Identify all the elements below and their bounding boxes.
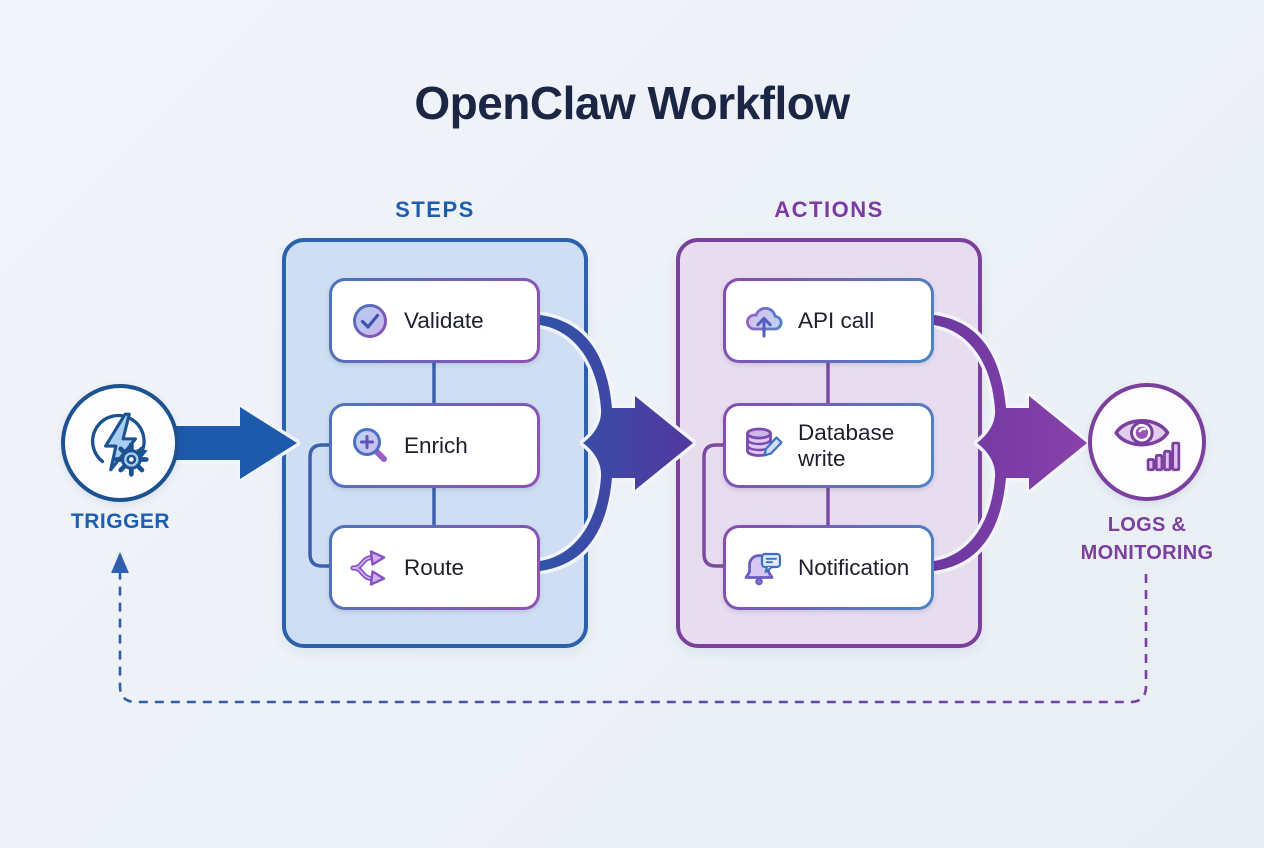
action-card-notification: Notification xyxy=(723,525,934,610)
step-card-enrich: Enrich xyxy=(329,403,540,488)
steps-section-label: STEPS xyxy=(395,197,475,222)
lightning-gear-icon xyxy=(91,412,149,477)
steps-to-actions-arrow xyxy=(536,311,697,575)
action-card-api-call: API call xyxy=(723,278,934,363)
actions-card-connectors xyxy=(702,362,830,568)
page-title: OpenClaw Workflow xyxy=(414,77,850,129)
magnifier-plus-icon xyxy=(353,427,387,462)
steps-card-connectors xyxy=(308,362,436,568)
trigger-label: TRIGGER xyxy=(70,510,171,533)
actions-section-label: ACTIONS xyxy=(774,197,884,222)
step-label: Validate xyxy=(404,307,484,333)
feedback-arrowhead-icon xyxy=(111,552,129,573)
logs-monitoring-node xyxy=(1088,383,1206,501)
step-label: Route xyxy=(404,554,465,580)
action-label: Database write xyxy=(798,420,895,471)
logs-label-line2: MONITORING xyxy=(1080,542,1214,564)
action-card-database-write: Database write xyxy=(723,403,934,488)
step-label: Enrich xyxy=(404,432,468,458)
eye-analytics-icon xyxy=(1114,419,1181,472)
actions-to-logs-arrow xyxy=(930,311,1091,575)
action-label: API call xyxy=(798,307,875,333)
trigger-node xyxy=(61,384,179,502)
database-pencil-icon xyxy=(746,427,783,457)
action-label: Notification xyxy=(798,554,910,580)
cloud-upload-icon xyxy=(746,306,783,337)
split-arrows-icon xyxy=(350,549,386,586)
bell-message-icon xyxy=(744,552,782,585)
check-circle-icon xyxy=(353,303,387,338)
trigger-arrow xyxy=(170,403,301,483)
step-card-route: Route xyxy=(329,525,540,610)
feedback-dashed-line xyxy=(111,552,1148,704)
logs-label-line1: LOGS & xyxy=(1107,514,1187,536)
logs-monitoring-label: LOGS & MONITORING xyxy=(1042,511,1252,567)
step-card-validate: Validate xyxy=(329,278,540,363)
